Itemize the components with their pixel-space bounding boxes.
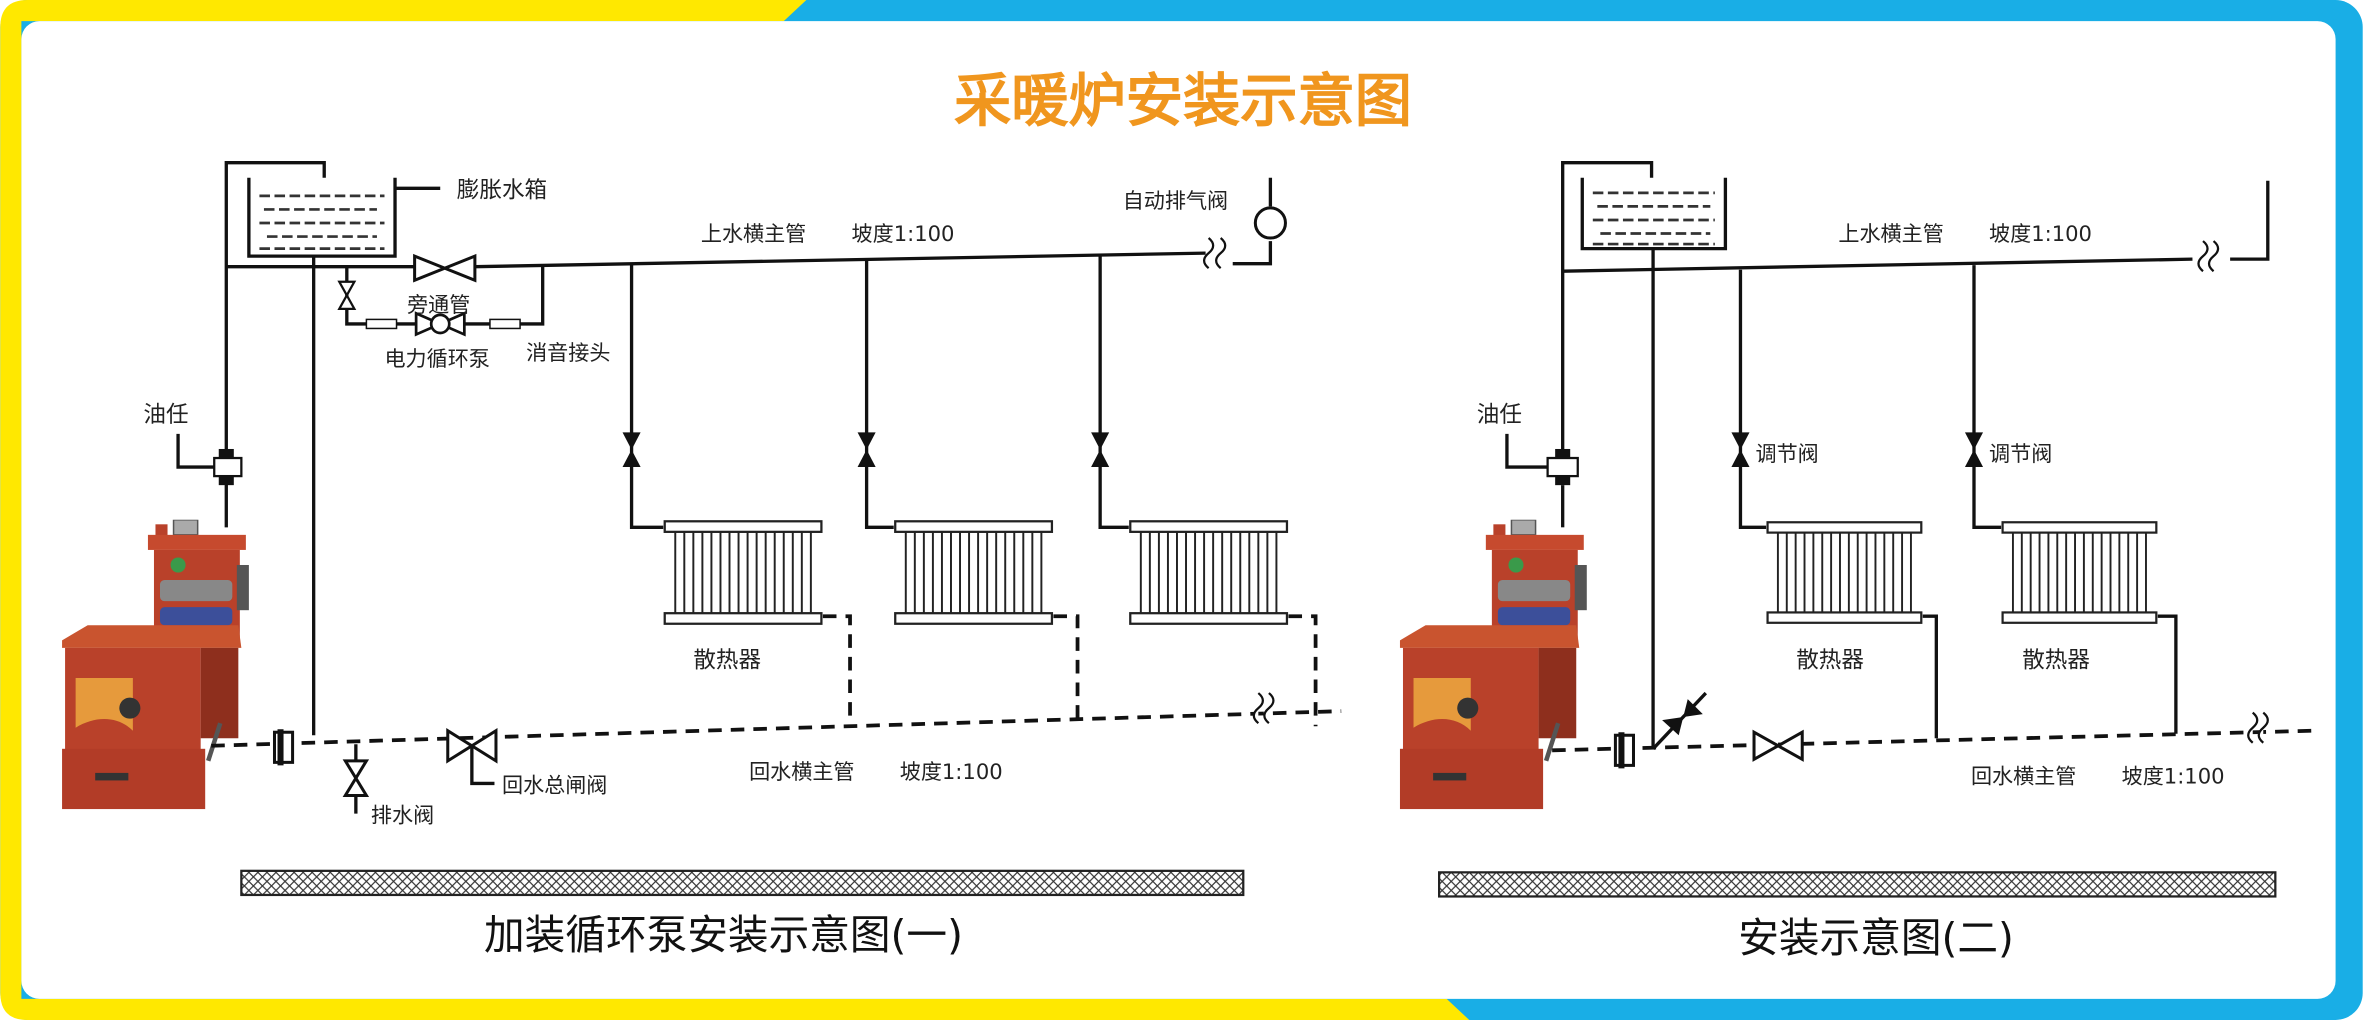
gate-valve-icon bbox=[413, 253, 477, 283]
diagram-1: 膨胀水箱 上水横主管 坡度1:100 自动排气阀 旁通管 电力循环泵 消音接头 … bbox=[62, 161, 1342, 959]
label-radiator: 散热器 bbox=[1796, 647, 1864, 673]
label-union: 油任 bbox=[1477, 402, 1522, 428]
caption-diagram-1: 加装循环泵安装示意图(一) bbox=[484, 911, 963, 959]
expansion-tank bbox=[247, 177, 441, 258]
label-muffler-joint: 消音接头 bbox=[526, 340, 610, 365]
union-fitting-icon bbox=[213, 456, 243, 478]
radiator-branch bbox=[857, 259, 1080, 721]
label-slope-bottom: 坡度1:100 bbox=[900, 759, 1003, 784]
label-regulating-valve: 调节阀 bbox=[1989, 441, 2052, 466]
label-slope-top: 坡度1:100 bbox=[852, 221, 955, 246]
label-slope-bottom: 坡度1:100 bbox=[2122, 763, 2225, 788]
label-radiator: 散热器 bbox=[693, 647, 761, 673]
radiator-branch bbox=[622, 263, 852, 727]
label-radiator: 散热器 bbox=[2022, 647, 2090, 673]
floor-hatch bbox=[240, 869, 1245, 897]
label-bypass: 旁通管 bbox=[407, 292, 470, 317]
label-return-main: 回水横主管 bbox=[1971, 763, 2076, 788]
label-drain-valve: 排水阀 bbox=[371, 803, 434, 828]
floor-hatch bbox=[1438, 871, 2277, 898]
union-fitting-icon bbox=[1546, 456, 1579, 478]
radiator-branch bbox=[1964, 265, 2178, 734]
label-air-valve: 自动排气阀 bbox=[1123, 188, 1228, 213]
label-supply-main: 上水横主管 bbox=[1838, 221, 1943, 246]
label-regulating-valve: 调节阀 bbox=[1756, 441, 1819, 466]
return-gate-valve-icon bbox=[446, 728, 498, 764]
gate-valve-icon bbox=[1752, 729, 1804, 762]
label-union: 油任 bbox=[143, 402, 188, 428]
pump-icon bbox=[414, 311, 466, 337]
drain-valve-icon bbox=[342, 759, 370, 798]
radiator-branch bbox=[1091, 256, 1318, 727]
angle-valve-icon bbox=[1651, 691, 1708, 750]
label-return-gate-valve: 回水总闸阀 bbox=[502, 772, 607, 797]
label-pump: 电力循环泵 bbox=[384, 346, 489, 371]
label-return-main: 回水横主管 bbox=[749, 759, 854, 784]
caption-diagram-2: 安装示意图(二) bbox=[1738, 914, 2014, 962]
label-supply-main: 上水横主管 bbox=[701, 221, 806, 246]
air-vent-icon bbox=[1253, 206, 1287, 240]
page-title: 采暖炉安装示意图 bbox=[954, 68, 1412, 135]
radiator-branch bbox=[1731, 269, 1938, 739]
label-expansion-tank: 膨胀水箱 bbox=[457, 177, 547, 203]
label-slope-top: 坡度1:100 bbox=[1989, 221, 2092, 246]
diagram-2: 上水横主管 坡度1:100 油任 调节阀 调节阀 散热器 散热器 回水横主管 坡… bbox=[1400, 161, 2314, 962]
